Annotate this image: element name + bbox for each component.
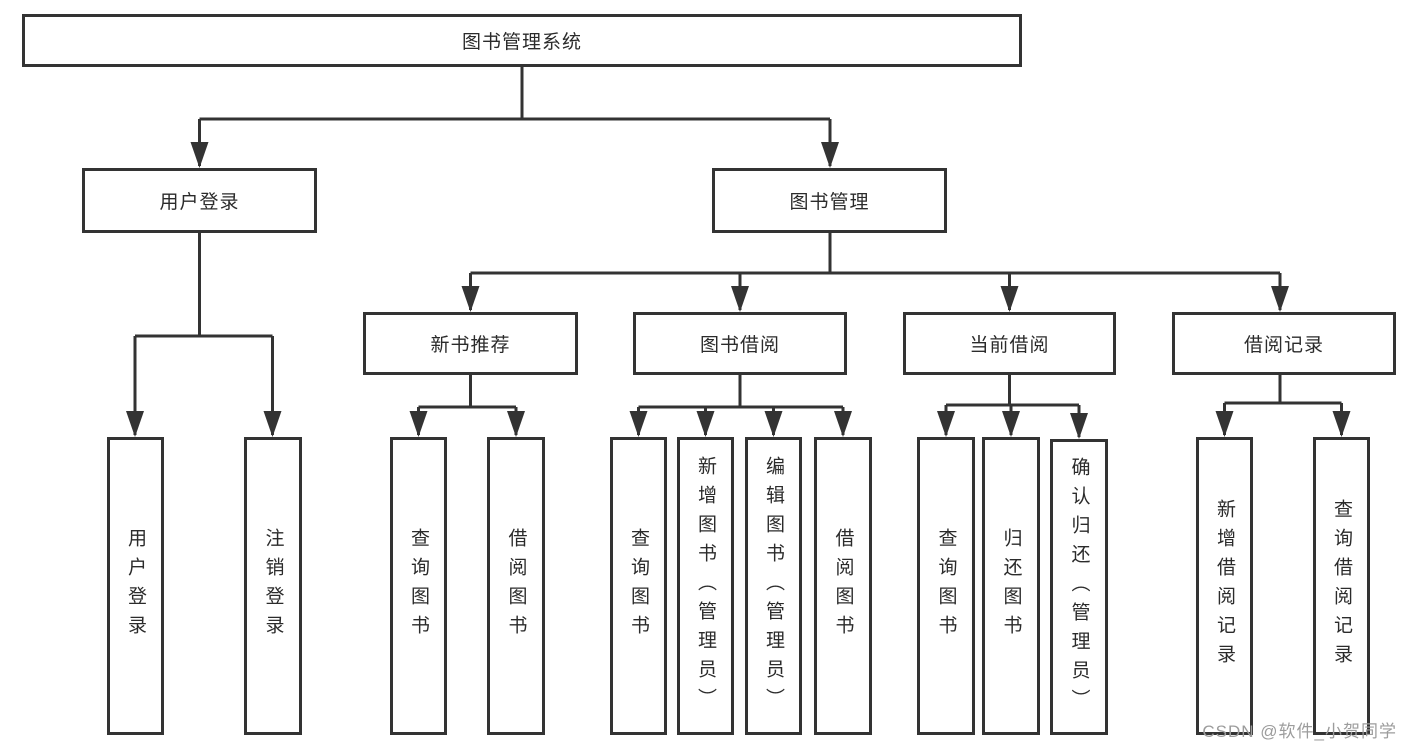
leaf-query-books-current: 查询图书 (917, 437, 975, 735)
leaf-return-books: 归还图书 (982, 437, 1040, 735)
leaf-user-login: 用户登录 (107, 437, 164, 735)
leaf-label: 注销登录 (262, 528, 284, 644)
node-label: 图书管理 (789, 192, 870, 213)
node-label: 当前借阅 (969, 335, 1050, 356)
leaf-label: 借阅图书 (832, 528, 854, 644)
leaf-query-borrow-record: 查询借阅记录 (1313, 437, 1370, 735)
leaf-label: 编辑图书（管理员） (763, 455, 784, 717)
csdn-watermark: CSDN @软件_小贺同学 (1202, 722, 1397, 741)
node-label: 用户登录 (159, 192, 240, 213)
node-user-login: 用户登录 (82, 168, 317, 233)
leaf-label: 新增借阅记录 (1214, 499, 1235, 673)
node-current-borrowing: 当前借阅 (903, 312, 1116, 375)
leaf-label: 查询借阅记录 (1331, 499, 1352, 673)
leaf-label: 确认归还（管理员） (1068, 456, 1090, 718)
node-label: 新书推荐 (430, 335, 511, 356)
leaf-edit-books-admin: 编辑图书（管理员） (745, 437, 802, 735)
leaf-label: 新增图书（管理员） (695, 455, 716, 717)
leaf-label: 用户登录 (125, 528, 146, 644)
leaf-borrow-books-recommend: 借阅图书 (487, 437, 545, 735)
leaf-query-books-borrow: 查询图书 (610, 437, 667, 735)
leaf-query-books-recommend: 查询图书 (390, 437, 447, 735)
node-label: 图书管理系统 (461, 32, 582, 53)
node-borrowing-records: 借阅记录 (1172, 312, 1396, 375)
leaf-add-borrow-record: 新增借阅记录 (1196, 437, 1253, 735)
leaf-label: 查询图书 (628, 528, 649, 644)
leaf-label: 查询图书 (408, 528, 429, 644)
leaf-label: 查询图书 (935, 528, 957, 644)
node-label: 图书借阅 (699, 335, 780, 356)
node-book-management: 图书管理 (712, 168, 947, 233)
leaf-label: 归还图书 (1000, 528, 1022, 644)
leaf-add-books-admin: 新增图书（管理员） (677, 437, 734, 735)
leaf-confirm-return-admin: 确认归还（管理员） (1050, 439, 1108, 735)
node-new-book-recommend: 新书推荐 (363, 312, 578, 375)
node-library-management-system: 图书管理系统 (22, 14, 1022, 67)
leaf-borrow-books: 借阅图书 (814, 437, 872, 735)
node-label: 借阅记录 (1243, 335, 1324, 356)
leaf-label: 借阅图书 (505, 528, 527, 644)
leaf-logout: 注销登录 (244, 437, 302, 735)
node-book-borrowing: 图书借阅 (633, 312, 847, 375)
